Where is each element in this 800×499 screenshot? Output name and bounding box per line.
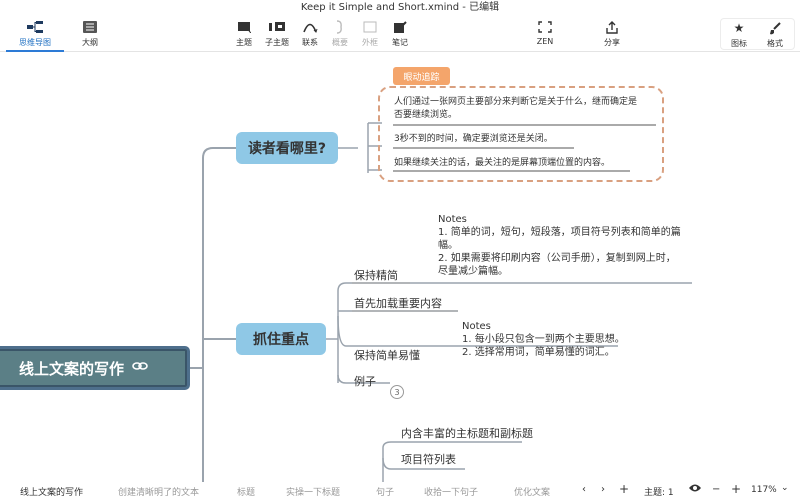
topic-grab-key-points[interactable]: 抓住重点 <box>236 323 326 355</box>
share-button[interactable]: 分享 <box>599 20 625 50</box>
callout-item-cont: 否要继续浏览。 <box>394 110 458 120</box>
outline-view-button[interactable]: 大纲 <box>76 20 104 50</box>
notes-icon <box>392 20 408 34</box>
mindmap-canvas[interactable]: 线上文案的写作 读者看哪里? 眼动追踪 人们通过一张网页主要部分来判断它是关于什… <box>0 53 800 482</box>
callout-tag[interactable]: 眼动追踪 <box>393 67 450 85</box>
brush-icon <box>767 21 783 35</box>
subtopic-bullet-lists[interactable]: 项目符列表 <box>401 453 456 466</box>
summary-button[interactable]: 概要 <box>328 20 352 50</box>
callout-item[interactable]: 如果继续关注的话，最关注的是屏幕顶端位置的内容。 <box>394 158 611 168</box>
toolbar: 思维导图 大纲 主题 子主题 联系 概要 外框 <box>0 16 800 52</box>
star-icon: ★ <box>733 21 745 35</box>
zoom-out-button[interactable]: − <box>712 484 721 495</box>
next-topic-button[interactable]: › <box>601 484 605 495</box>
breadcrumb-item[interactable]: 收拾一下句子 <box>424 488 479 498</box>
zoom-in-button[interactable]: + <box>731 482 742 496</box>
mindmap-icon <box>27 20 43 34</box>
subtopic-rich-headings[interactable]: 内含丰富的主标题和副标题 <box>401 427 533 440</box>
topic-button[interactable]: 主题 <box>232 20 256 50</box>
subtopic-examples[interactable]: 例子 <box>354 375 376 388</box>
breadcrumb-item[interactable]: 句子 <box>376 488 395 498</box>
active-view-indicator <box>6 50 64 52</box>
breadcrumb-item[interactable]: 实操一下标题 <box>286 488 341 498</box>
window-title: Keep it Simple and Short.xmind - 已编辑 <box>300 2 500 13</box>
breadcrumb-item[interactable]: 标题 <box>237 488 256 498</box>
format-panel-group: ★ 图标 格式 <box>720 18 795 50</box>
breadcrumb-item[interactable]: 线上文案的写作 <box>20 488 84 498</box>
callout-item[interactable]: 3秒不到的时间，确定要浏览还是关闭。 <box>394 134 553 144</box>
collapsed-count-badge[interactable]: 3 <box>390 385 404 399</box>
note-line: 2. 选择常用词，简单易懂的词汇。 <box>462 347 615 358</box>
subtopic-icon <box>269 20 285 34</box>
note-block: Notes 1. 每小段只包含一到两个主要思想。 2. 选择常用词，简单易懂的词… <box>462 320 625 359</box>
breadcrumb-item[interactable]: 优化文案 <box>514 488 551 498</box>
subtopic-keep-simple[interactable]: 保持简单易懂 <box>354 349 420 362</box>
zen-icon <box>537 20 553 34</box>
format-panel-button[interactable]: 格式 <box>763 21 787 51</box>
note-title: Notes <box>438 214 467 225</box>
breadcrumb-item[interactable]: 创建清晰明了的文本 <box>118 488 200 498</box>
zen-button[interactable]: ZEN <box>532 20 558 50</box>
zoom-level[interactable]: 117% <box>751 485 777 495</box>
relationship-icon <box>302 20 318 34</box>
central-topic-label: 线上文案的写作 <box>19 359 125 378</box>
outline-icon <box>82 20 98 34</box>
callout-item[interactable]: 人们通过一张网页主要部分来判断它是关于什么，继而确定是 <box>394 97 638 107</box>
summary-icon <box>332 20 348 34</box>
status-bar: 线上文案的写作 创建清晰明了的文本 标题 实操一下标题 句子 收拾一下句子 优化… <box>0 482 800 499</box>
note-line: 2. 如果需要将印刷内容（公司手册），复制到网上时， <box>438 253 676 264</box>
central-topic[interactable]: 线上文案的写作 <box>0 346 190 390</box>
boundary-button[interactable]: 外框 <box>358 20 382 50</box>
note-line: 尽量减少篇幅。 <box>438 266 508 277</box>
topic-label: 读者看哪里? <box>247 141 327 157</box>
note-line: 1. 每小段只包含一到两个主要思想。 <box>462 334 625 345</box>
subtopic-load-important-first[interactable]: 首先加载重要内容 <box>354 297 442 310</box>
link-icon[interactable] <box>132 360 148 376</box>
share-icon <box>604 20 620 34</box>
callout-boundary[interactable] <box>378 86 664 182</box>
note-block: Notes 1. 简单的词，短句，短段落，项目符号列表和简单的篇 幅。 2. 如… <box>438 213 681 278</box>
topic-count: 主题: 1 <box>644 488 674 498</box>
icon-panel-button[interactable]: ★ 图标 <box>731 21 747 48</box>
add-topic-button[interactable]: + <box>619 482 630 496</box>
notes-button[interactable]: 笔记 <box>388 20 412 50</box>
note-title: Notes <box>462 321 491 332</box>
subtopic-button[interactable]: 子主题 <box>262 20 292 50</box>
eye-icon[interactable] <box>689 483 701 496</box>
subtopic-keep-concise[interactable]: 保持精简 <box>354 269 398 282</box>
note-line: 幅。 <box>438 240 458 251</box>
prev-topic-button[interactable]: ‹ <box>582 484 586 495</box>
mindmap-view-button[interactable]: 思维导图 <box>6 20 64 50</box>
callout-tag-label: 眼动追踪 <box>403 72 440 83</box>
note-line: 1. 简单的词，短句，短段落，项目符号列表和简单的篇 <box>438 227 681 238</box>
relationship-button[interactable]: 联系 <box>298 20 322 50</box>
boundary-icon <box>362 20 378 34</box>
zoom-dropdown-icon[interactable]: ⌄ <box>781 483 789 493</box>
topic-icon <box>236 20 252 34</box>
topic-where-readers-look[interactable]: 读者看哪里? <box>236 132 338 164</box>
topic-label: 抓住重点 <box>253 332 309 348</box>
